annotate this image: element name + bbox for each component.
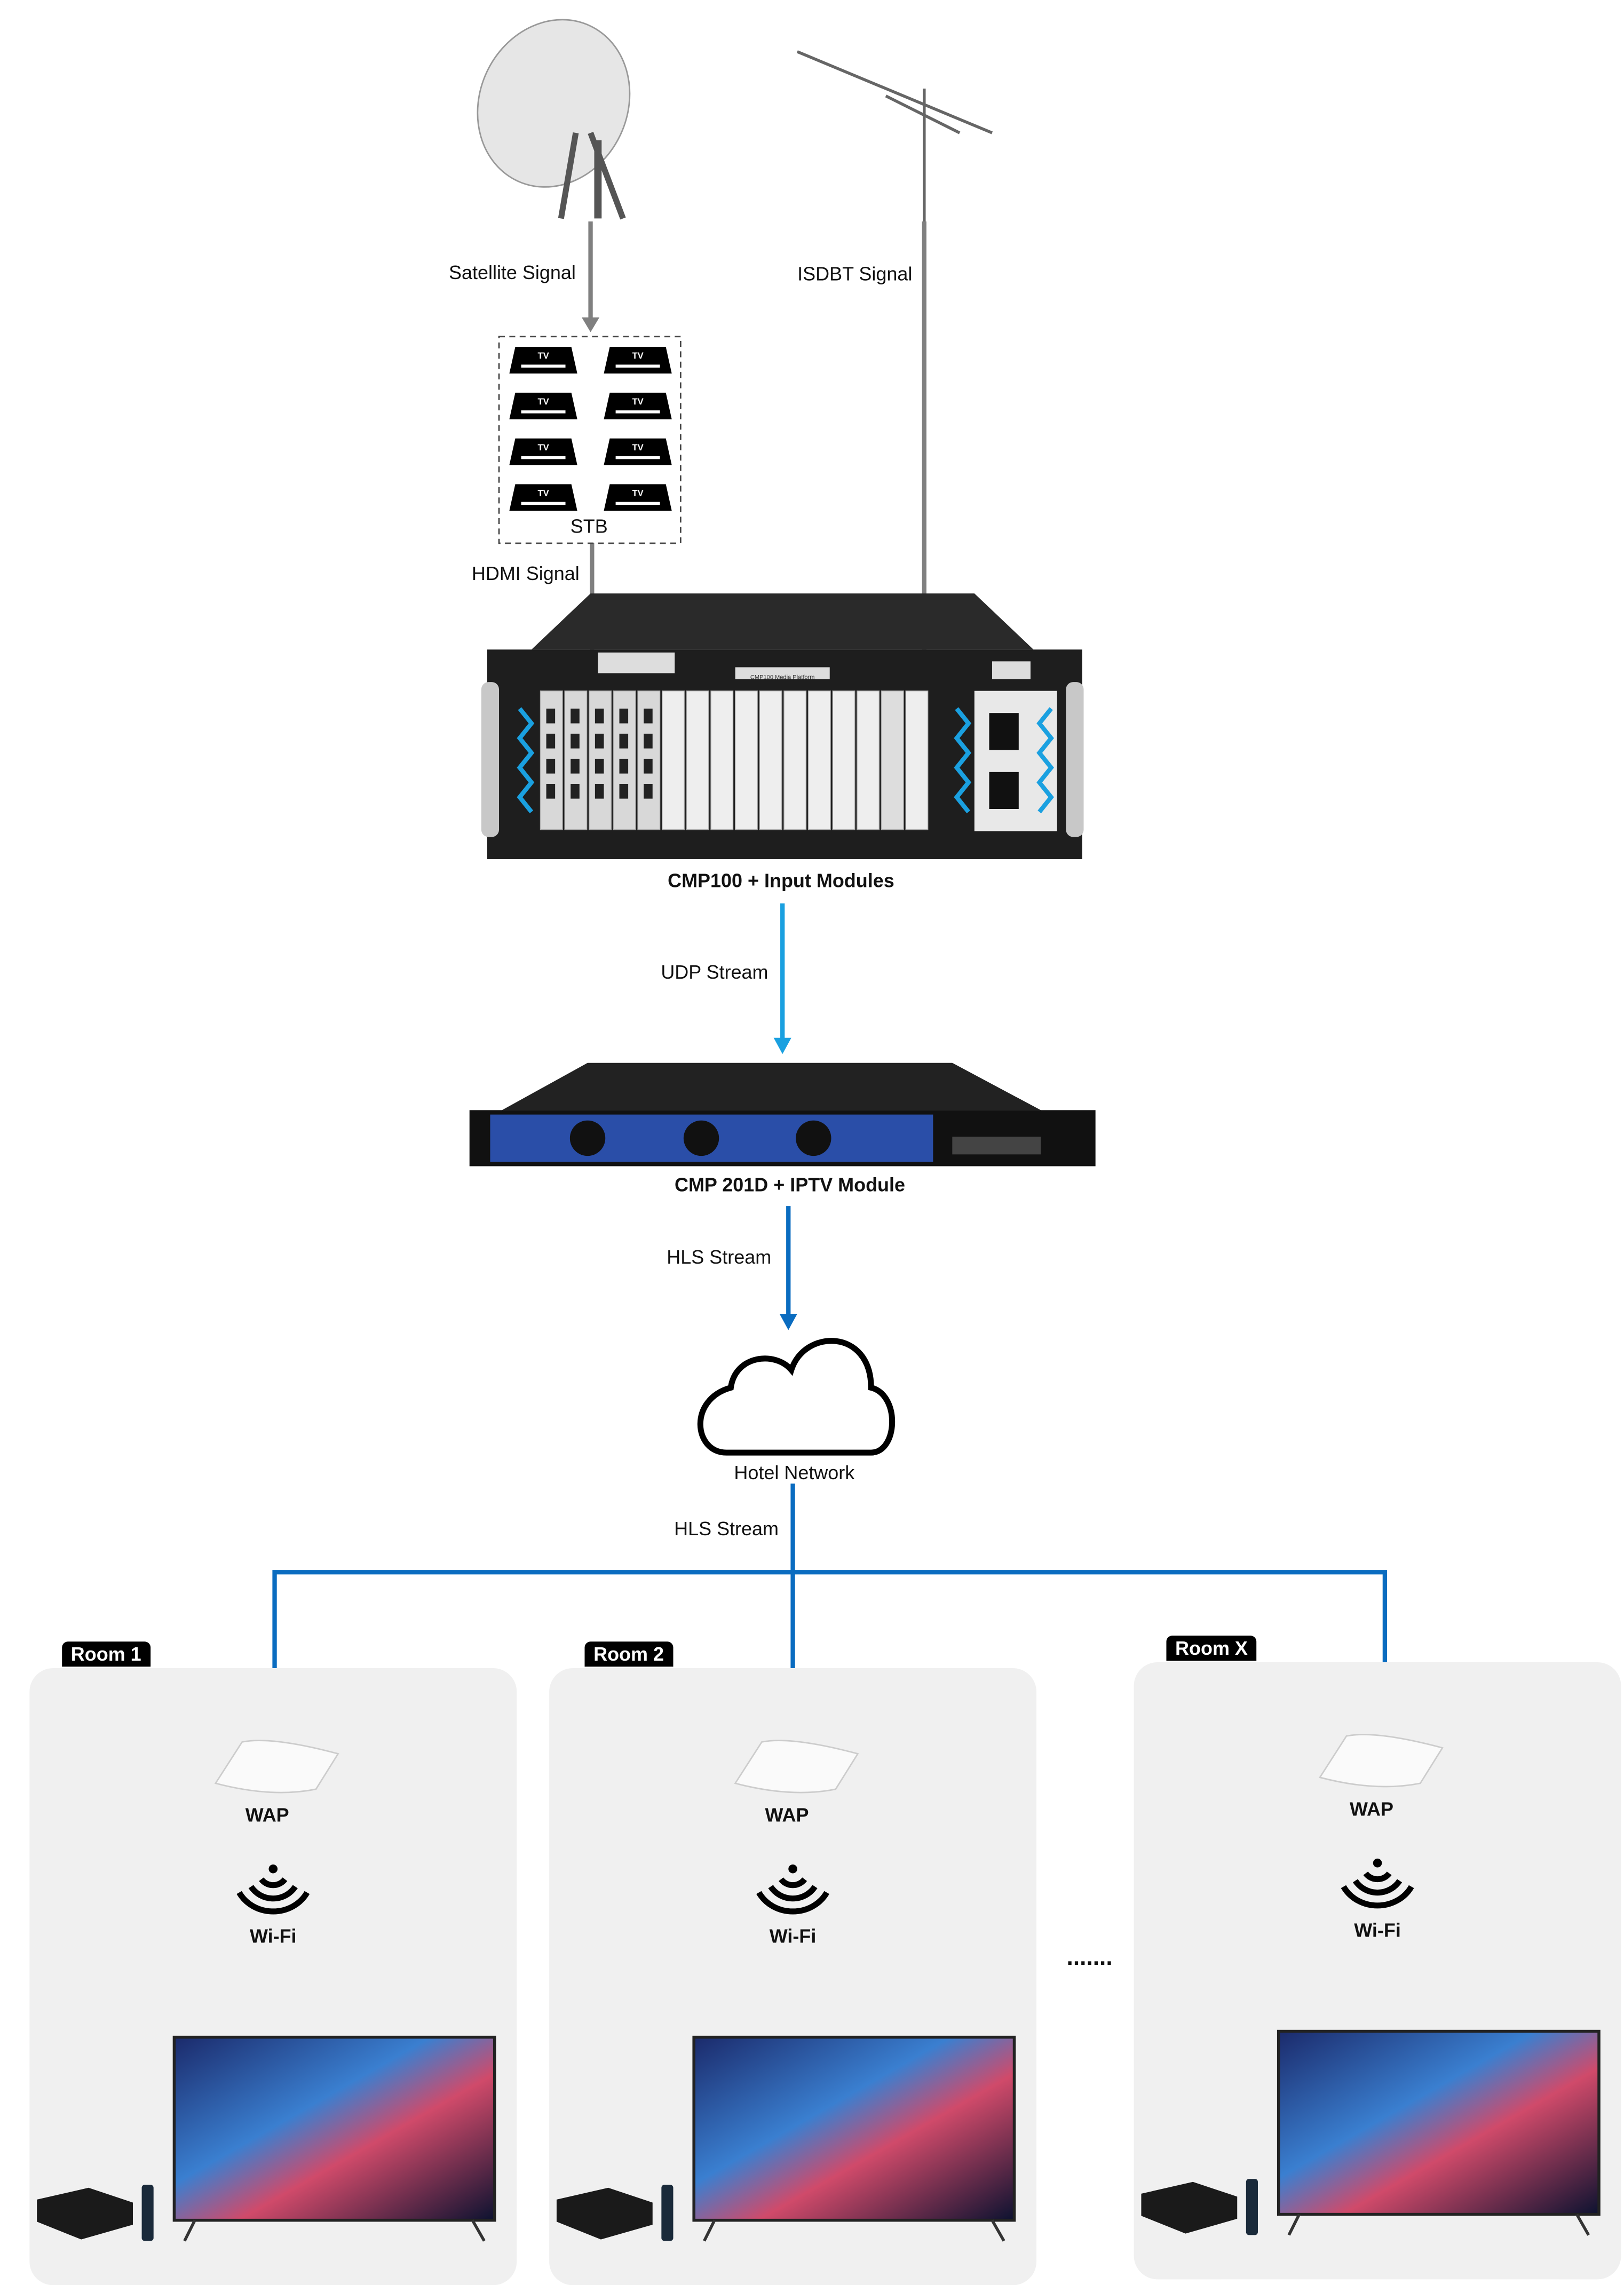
room-tag: Room X — [1166, 1636, 1257, 1661]
empty-slot — [905, 690, 929, 830]
antenna-icon — [796, 50, 993, 221]
empty-slot — [832, 690, 855, 830]
stb-device-icon: TV — [604, 392, 672, 419]
stb-label: STB — [570, 515, 608, 537]
svg-text:TV: TV — [537, 396, 549, 407]
satellite-dish-icon — [477, 19, 631, 220]
hls-distribution-lines — [272, 1483, 1388, 1698]
more-rooms-ellipsis: ....... — [1066, 1946, 1113, 1971]
empty-slot — [734, 690, 758, 830]
empty-slot — [710, 690, 734, 830]
wap-label: WAP — [765, 1804, 809, 1827]
svg-text:TV: TV — [632, 442, 643, 453]
stb-device-icon: TV — [509, 392, 577, 419]
hdmi-port — [595, 733, 604, 749]
svg-text:TV: TV — [537, 442, 549, 453]
room-tag: Room 1 — [62, 1641, 150, 1667]
hls-stream-label: HLS Stream — [667, 1245, 772, 1268]
satellite-signal-label: Satellite Signal — [448, 261, 576, 284]
arrowhead — [773, 1037, 791, 1054]
svg-text:TV: TV — [632, 488, 643, 498]
svg-text:TV: TV — [632, 351, 643, 361]
hdmi-port — [571, 758, 580, 774]
cmp100-chassis — [481, 593, 1084, 860]
wap-label: WAP — [245, 1804, 289, 1827]
hdmi-port — [595, 708, 604, 724]
arrowhead — [779, 1314, 797, 1330]
cmp100-label: CMP100 + Input Modules — [668, 869, 894, 892]
empty-slot — [686, 690, 709, 830]
hdmi-port — [546, 783, 556, 799]
hdmi-port — [595, 758, 604, 774]
udp-stream-label: UDP Stream — [661, 961, 769, 983]
empty-slot — [807, 690, 831, 830]
hdmi-port — [571, 708, 580, 724]
empty-slot — [759, 690, 782, 830]
svg-text:TV: TV — [537, 488, 549, 498]
hdmi-port — [619, 758, 629, 774]
cmp201d-device — [469, 1062, 1096, 1167]
hdmi-input-module — [540, 690, 563, 830]
stb-device-icon: TV — [604, 484, 672, 511]
svg-text:TV: TV — [632, 396, 643, 407]
stb-device-icon: TV — [509, 347, 577, 374]
stb-device-icon: TV — [509, 438, 577, 465]
empty-slot — [783, 690, 807, 830]
cmp100-panel-text: CMP100 Media Platform — [750, 673, 815, 681]
room-tag: Room 2 — [584, 1641, 673, 1667]
hdmi-port — [546, 733, 556, 749]
arrowhead — [581, 317, 600, 332]
room-panel — [549, 1668, 1037, 2285]
hdmi-port — [546, 708, 556, 724]
hotel-network-label: Hotel Network — [734, 1461, 855, 1484]
hdmi-port — [644, 783, 653, 799]
stb-device-icon: TV — [604, 438, 672, 465]
stb-devices: TV TV TV TV TV TV TV TV — [509, 347, 672, 511]
hdmi-port — [619, 708, 629, 724]
wifi-label: Wi-Fi — [249, 1925, 297, 1947]
hdmi-port — [644, 733, 653, 749]
cmp201d-label: CMP 201D + IPTV Module — [675, 1173, 906, 1196]
isdbt-signal-label: ISDBT Signal — [797, 263, 913, 285]
hdmi-port — [595, 783, 604, 799]
hdmi-port — [644, 758, 653, 774]
hdmi-port — [619, 733, 629, 749]
stb-device-icon: TV — [509, 484, 577, 511]
hdmi-port — [619, 783, 629, 799]
room-panel — [29, 1668, 517, 2285]
empty-slot — [857, 690, 880, 830]
stb-group — [498, 336, 682, 544]
empty-slot — [662, 690, 685, 830]
wifi-label: Wi-Fi — [1354, 1919, 1401, 1941]
wifi-label: Wi-Fi — [769, 1925, 817, 1947]
hdmi-port — [571, 733, 580, 749]
hdmi-signal-label: HDMI Signal — [471, 562, 580, 585]
hls-stream-label-2: HLS Stream — [674, 1517, 779, 1540]
svg-text:TV: TV — [537, 351, 549, 361]
hdmi-port — [546, 758, 556, 774]
wap-label: WAP — [1350, 1798, 1393, 1820]
cloud-icon — [697, 1338, 896, 1456]
isdbt-input-module — [881, 690, 904, 830]
hdmi-port — [644, 708, 653, 724]
room-panel — [1134, 1662, 1621, 2280]
stb-device-icon: TV — [604, 347, 672, 374]
hdmi-port — [571, 783, 580, 799]
